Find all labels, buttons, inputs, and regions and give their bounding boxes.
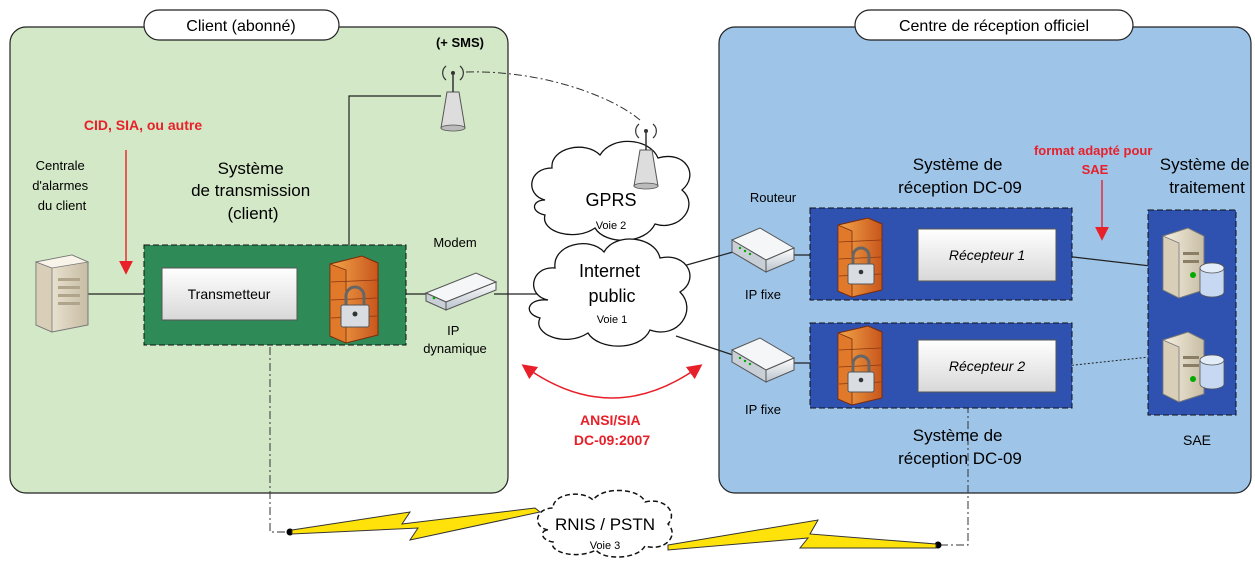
antenna-client-icon bbox=[440, 65, 466, 132]
firewall-center-1-icon bbox=[837, 217, 883, 298]
pstn-lightning-right bbox=[667, 519, 937, 551]
receiver-2-box bbox=[917, 339, 1057, 393]
gprs-path: Voie 2 bbox=[596, 220, 627, 232]
pstn-label: RNIS / PSTN bbox=[555, 515, 655, 534]
reception-system-bottom-label: Système de réception DC-09 bbox=[898, 426, 1022, 468]
center-panel-title-tab bbox=[854, 9, 1134, 41]
modem-ip-label: IP dynamique bbox=[423, 323, 487, 356]
protocol-arc bbox=[521, 364, 703, 399]
link-center-pstn bbox=[938, 405, 969, 546]
modem-label: Modem bbox=[433, 235, 476, 250]
internet-cloud bbox=[528, 238, 691, 347]
server-2-icon bbox=[1162, 331, 1225, 403]
antenna-gprs-icon bbox=[633, 123, 659, 190]
transmitter-label: Transmetteur bbox=[188, 286, 271, 302]
link-system-antenna bbox=[348, 95, 441, 245]
receiver-1-label: Récepteur 1 bbox=[949, 247, 1025, 263]
firewall-center-2-icon bbox=[837, 325, 883, 406]
internet-label: Internet public bbox=[579, 261, 645, 306]
router-2-icon bbox=[730, 337, 796, 383]
modem-icon bbox=[424, 272, 498, 311]
sae-label: SAE bbox=[1183, 432, 1211, 448]
transmitter-box bbox=[161, 267, 298, 321]
center-panel-title: Centre de réception officiel bbox=[899, 18, 1089, 35]
protocol-note: ANSI/SIA DC-09:2007 bbox=[574, 412, 650, 448]
client-protocol-note: CID, SIA, ou autre bbox=[84, 117, 202, 133]
link-internet-router-2 bbox=[675, 335, 734, 356]
receiver-1-box bbox=[917, 228, 1057, 282]
processing-system-label: Système de traitement bbox=[1160, 155, 1255, 197]
transmission-system-label: Système de transmission (client) bbox=[191, 159, 315, 223]
receiver-2-label: Récepteur 2 bbox=[949, 358, 1025, 374]
firewall-client-icon bbox=[329, 255, 379, 344]
alarm-panel-label: Centrale d'alarmes du client bbox=[32, 158, 92, 213]
router-label: Routeur bbox=[750, 190, 797, 205]
router-1-icon bbox=[730, 227, 796, 273]
client-panel-title: Client (abonné) bbox=[186, 18, 295, 35]
internet-path: Voie 1 bbox=[597, 314, 628, 326]
router-2-ip-label: IP fixe bbox=[745, 402, 781, 417]
client-panel-title-tab bbox=[143, 9, 340, 41]
pstn-cloud bbox=[537, 489, 673, 558]
pstn-lightning-left bbox=[291, 507, 542, 541]
sms-note: (+ SMS) bbox=[436, 35, 484, 50]
gprs-label: GPRS bbox=[585, 190, 636, 210]
alarm-panel-icon bbox=[34, 254, 90, 333]
format-note: format adapté pour SAE bbox=[1034, 143, 1156, 177]
server-1-icon bbox=[1162, 227, 1225, 299]
router-1-ip-label: IP fixe bbox=[745, 287, 781, 302]
reception-system-top-label: Système de réception DC-09 bbox=[898, 155, 1022, 197]
pstn-path: Voie 3 bbox=[590, 540, 621, 552]
link-client-pstn bbox=[269, 347, 290, 533]
